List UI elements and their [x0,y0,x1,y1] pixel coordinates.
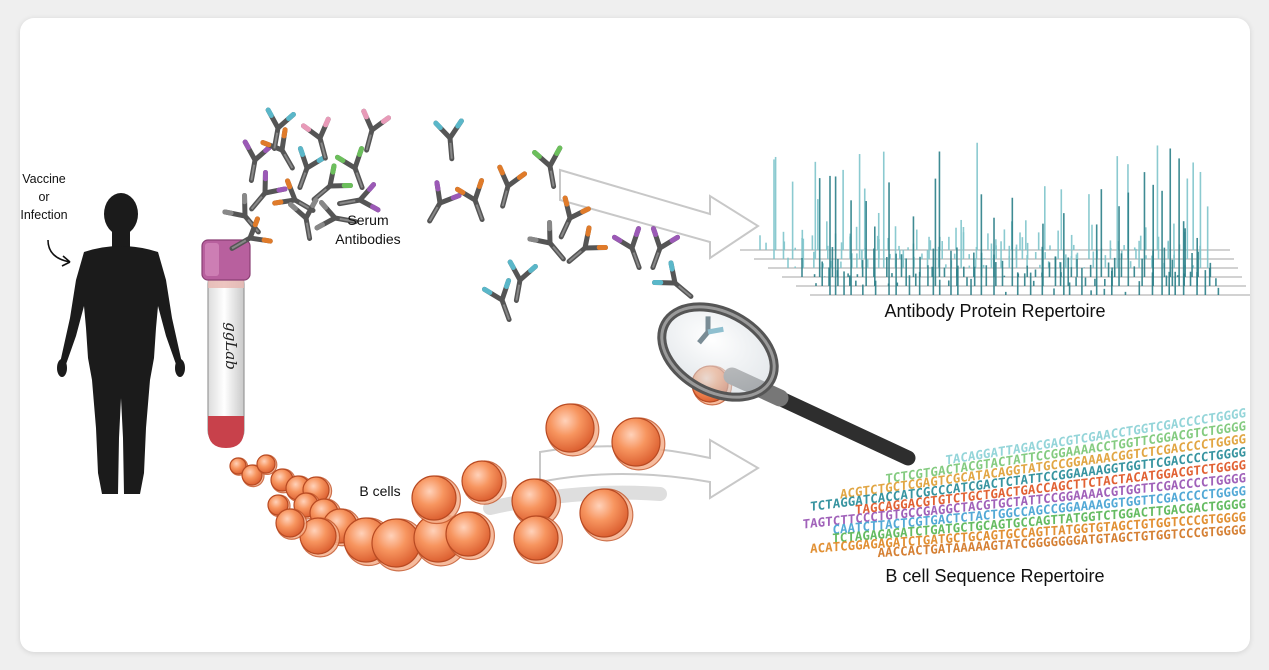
antibody-icon [497,164,528,209]
antibody-icon [611,226,642,271]
antibody-icon [566,225,608,264]
antibody-protein-repertoire-spectra [740,142,1250,296]
antibody-icon [297,146,328,191]
antibody-icon [337,182,381,213]
antibody-in-lens [697,316,724,345]
serum-label-line1: Serum [347,212,388,228]
b-cell-icon [461,460,507,505]
antibody-icon [652,260,694,299]
arrow-icon [483,168,760,515]
serum-antibodies [222,107,694,323]
trigger-label-line3: Infection [20,208,67,222]
antibody-icon [454,178,485,223]
diagram-canvas: Vaccine or Infection ggLab Serum Antibod… [20,107,1250,586]
b-cell-icon [611,417,666,471]
serum-label-line2: Antibodies [335,231,400,247]
antibody-icon [265,107,296,151]
antibody-icon [300,116,331,161]
antibody-icon [650,226,681,271]
trigger-label-line1: Vaccine [22,172,66,186]
human-silhouette-icon [57,193,185,494]
pointer-arrow-icon [47,239,71,267]
b-cell-icon [411,475,462,525]
b-cell-icon [256,454,278,476]
antibody-icon [427,180,462,224]
trigger-label-line2: or [38,190,49,204]
blood-tube-icon: ggLab [201,239,251,448]
b-cell-icon [545,403,600,457]
antibody-icon [260,127,295,171]
figure-card: Vaccine or Infection ggLab Serum Antibod… [20,18,1250,652]
antibody-icon [532,145,563,189]
antibody-icon [229,216,273,251]
antibody-icon [481,278,512,323]
b-cell-icon [579,488,634,542]
antibody-icon [527,220,566,262]
tube-writing: ggLab [222,322,240,370]
antibody-icon [433,118,464,162]
antibody-icon [222,193,261,235]
antibody-icon [334,146,365,191]
b-cell-icon [445,511,496,561]
bcells-label: B cells [359,483,400,499]
b-cell-icon [299,517,341,558]
antibody-icon [242,139,273,183]
magnifying-glass-icon [657,302,916,466]
b-cell-icon [275,508,308,540]
b-cell-sequence-repertoire: TACAGGATTAGACGACGTCGAACCTGGTCGACCCCTGGGG… [803,405,1246,560]
b-cell-icon [513,515,564,565]
protein-repertoire-label: Antibody Protein Repertoire [884,301,1105,321]
antibody-icon [558,195,591,240]
antibody-icon [361,108,392,153]
b-cell-icon [241,464,265,488]
b-cell-icon [511,478,562,528]
antibody-icon [507,259,538,303]
antibody-icon [249,170,288,212]
b-cell-icon [371,518,426,572]
antibody-icon [288,197,319,241]
antibody-icon [314,200,358,231]
sequence-repertoire-label: B cell Sequence Repertoire [885,566,1104,586]
